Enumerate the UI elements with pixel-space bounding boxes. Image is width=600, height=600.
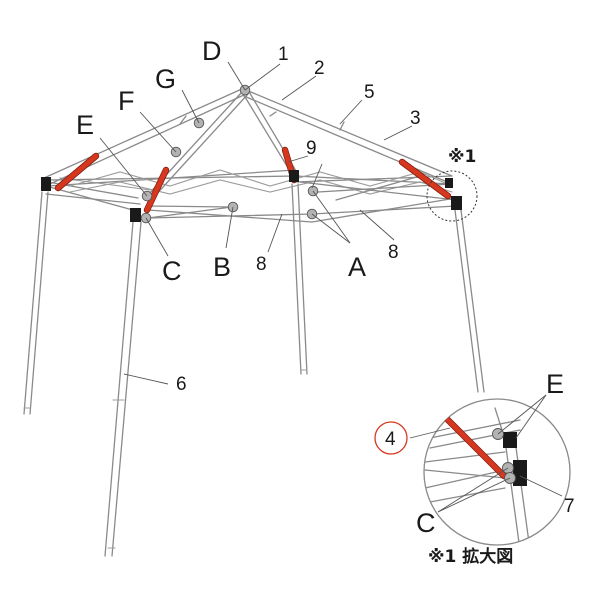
label-1: 1: [278, 44, 289, 65]
scissor-frame: [45, 169, 457, 223]
label-8-right: 8: [388, 242, 399, 263]
label-2: 2: [314, 58, 325, 79]
label-group: D G F E C B A 1 2 5 3 9 8 8 6 ※1 E C 4 7…: [76, 36, 575, 567]
label-5: 5: [364, 82, 375, 103]
detail-caption: ※1 拡大図: [428, 546, 513, 567]
label-f: F: [118, 86, 135, 116]
detail-marker-circle: [426, 170, 478, 222]
joints: [140, 84, 319, 224]
label-g: G: [155, 64, 176, 94]
detail-label-c: C: [416, 508, 436, 538]
label-3: 3: [410, 108, 421, 129]
leg-front-right: [454, 209, 485, 393]
detail-label-7: 7: [564, 496, 575, 517]
label-8-left: 8: [256, 254, 267, 275]
leader-lines: [99, 61, 413, 385]
detail-label-4: 4: [385, 429, 396, 450]
leg-front-left: [104, 221, 142, 557]
label-d: D: [202, 36, 222, 66]
callout-4-circle: [374, 421, 408, 455]
label-c: C: [162, 256, 182, 286]
label-9: 9: [306, 138, 317, 159]
detail-label-e: E: [546, 369, 564, 399]
label-a: A: [348, 252, 366, 282]
leg-back-left: [23, 191, 49, 415]
corner-brackets: [41, 170, 462, 222]
label-e: E: [76, 110, 94, 140]
detail-magnifier: [374, 394, 571, 546]
detail-marker: ※1: [448, 147, 476, 167]
label-b: B: [213, 252, 231, 282]
roof-poles: [43, 87, 453, 199]
leg-back-center: [291, 183, 308, 375]
label-6: 6: [176, 374, 187, 395]
